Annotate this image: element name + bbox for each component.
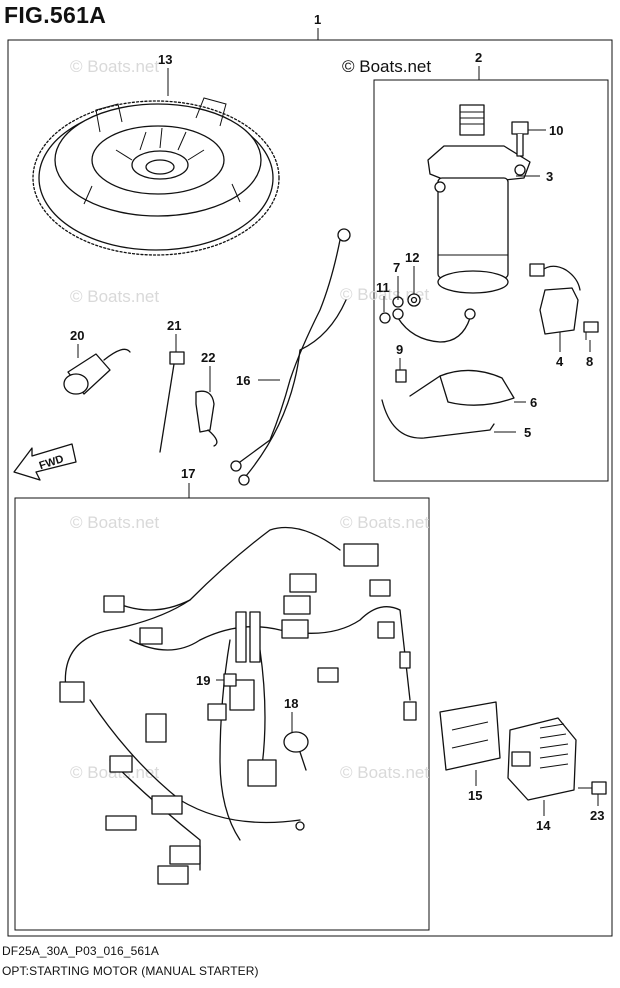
fwd-arrow: FWD (13, 443, 77, 481)
watermark: © Boats.net © Boats.net © Boats.net © Bo… (70, 57, 431, 782)
nut-11-part[interactable] (379, 312, 391, 324)
harness-frame (14, 497, 430, 931)
callout-5: 5 (524, 425, 531, 440)
callout-14: 14 (536, 818, 551, 833)
figure-title: FIG.561A (4, 2, 107, 28)
callout-15: 15 (468, 788, 482, 803)
flywheel-part[interactable] (32, 97, 280, 256)
starter-motor-part[interactable] (427, 104, 531, 294)
starter-motor-frame (373, 79, 609, 482)
callout-8: 8 (586, 354, 593, 369)
rectifier-14-part[interactable] (507, 717, 577, 801)
svg-text:© Boats.net: © Boats.net (70, 287, 159, 306)
sensor-20-part[interactable] (63, 348, 131, 395)
bolt-22-part[interactable] (578, 781, 607, 795)
battery-cable-part[interactable] (230, 228, 351, 486)
callout-12: 12 (405, 250, 419, 265)
callout-20: 20 (70, 328, 84, 343)
callout-16: 16 (236, 373, 250, 388)
watermark-text: © Boats.net (342, 57, 431, 76)
assembly-frame-outer (7, 28, 613, 937)
svg-text:© Boats.net: © Boats.net (340, 513, 429, 532)
bracket-5-part[interactable] (381, 375, 495, 439)
figure-code: DF25A_30A_P03_016_561A (2, 944, 159, 958)
callout-19: 19 (196, 673, 210, 688)
cable-tie-21-part[interactable] (159, 351, 185, 453)
bolt-8-part[interactable] (583, 321, 599, 340)
svg-text:© Boats.net: © Boats.net (340, 285, 429, 304)
figure-caption: OPT:STARTING MOTOR (MANUAL STARTER) (2, 964, 259, 978)
bolt-10-part[interactable] (511, 121, 529, 157)
bracket-15-part[interactable] (439, 701, 501, 771)
callout-17: 17 (181, 466, 195, 481)
callout-2: 2 (475, 50, 482, 65)
callouts: 1 2 3 4 5 6 7 8 9 10 11 12 13 14 15 16 1… (70, 12, 604, 833)
svg-text:© Boats.net: © Boats.net (70, 57, 159, 76)
washer-12-part[interactable] (407, 293, 421, 307)
clamp-23-part[interactable] (195, 390, 218, 447)
lead-wire-part[interactable] (392, 308, 476, 343)
leader-lines (77, 68, 599, 816)
callout-22: 22 (201, 350, 215, 365)
callout-18: 18 (284, 696, 298, 711)
bolt-9-part[interactable] (395, 369, 407, 383)
callout-6: 6 (530, 395, 537, 410)
svg-text:© Boats.net: © Boats.net (340, 763, 429, 782)
callout-3: 3 (546, 169, 553, 184)
fuse-holder-18-part[interactable] (283, 731, 309, 771)
callout-4: 4 (556, 354, 564, 369)
callout-9: 9 (396, 342, 403, 357)
svg-text:© Boats.net: © Boats.net (70, 513, 159, 532)
callout-1: 1 (314, 12, 321, 27)
callout-23: 23 (590, 808, 604, 823)
harness-connector (343, 543, 379, 567)
callout-10: 10 (549, 123, 563, 138)
connector-19-part[interactable] (223, 673, 237, 687)
band-6-part[interactable] (439, 369, 515, 406)
relay-4-part[interactable] (529, 263, 581, 335)
callout-7: 7 (393, 260, 400, 275)
callout-13: 13 (158, 52, 172, 67)
callout-11: 11 (376, 280, 390, 295)
wiring-harness-part[interactable] (59, 526, 417, 885)
callout-21: 21 (167, 318, 181, 333)
